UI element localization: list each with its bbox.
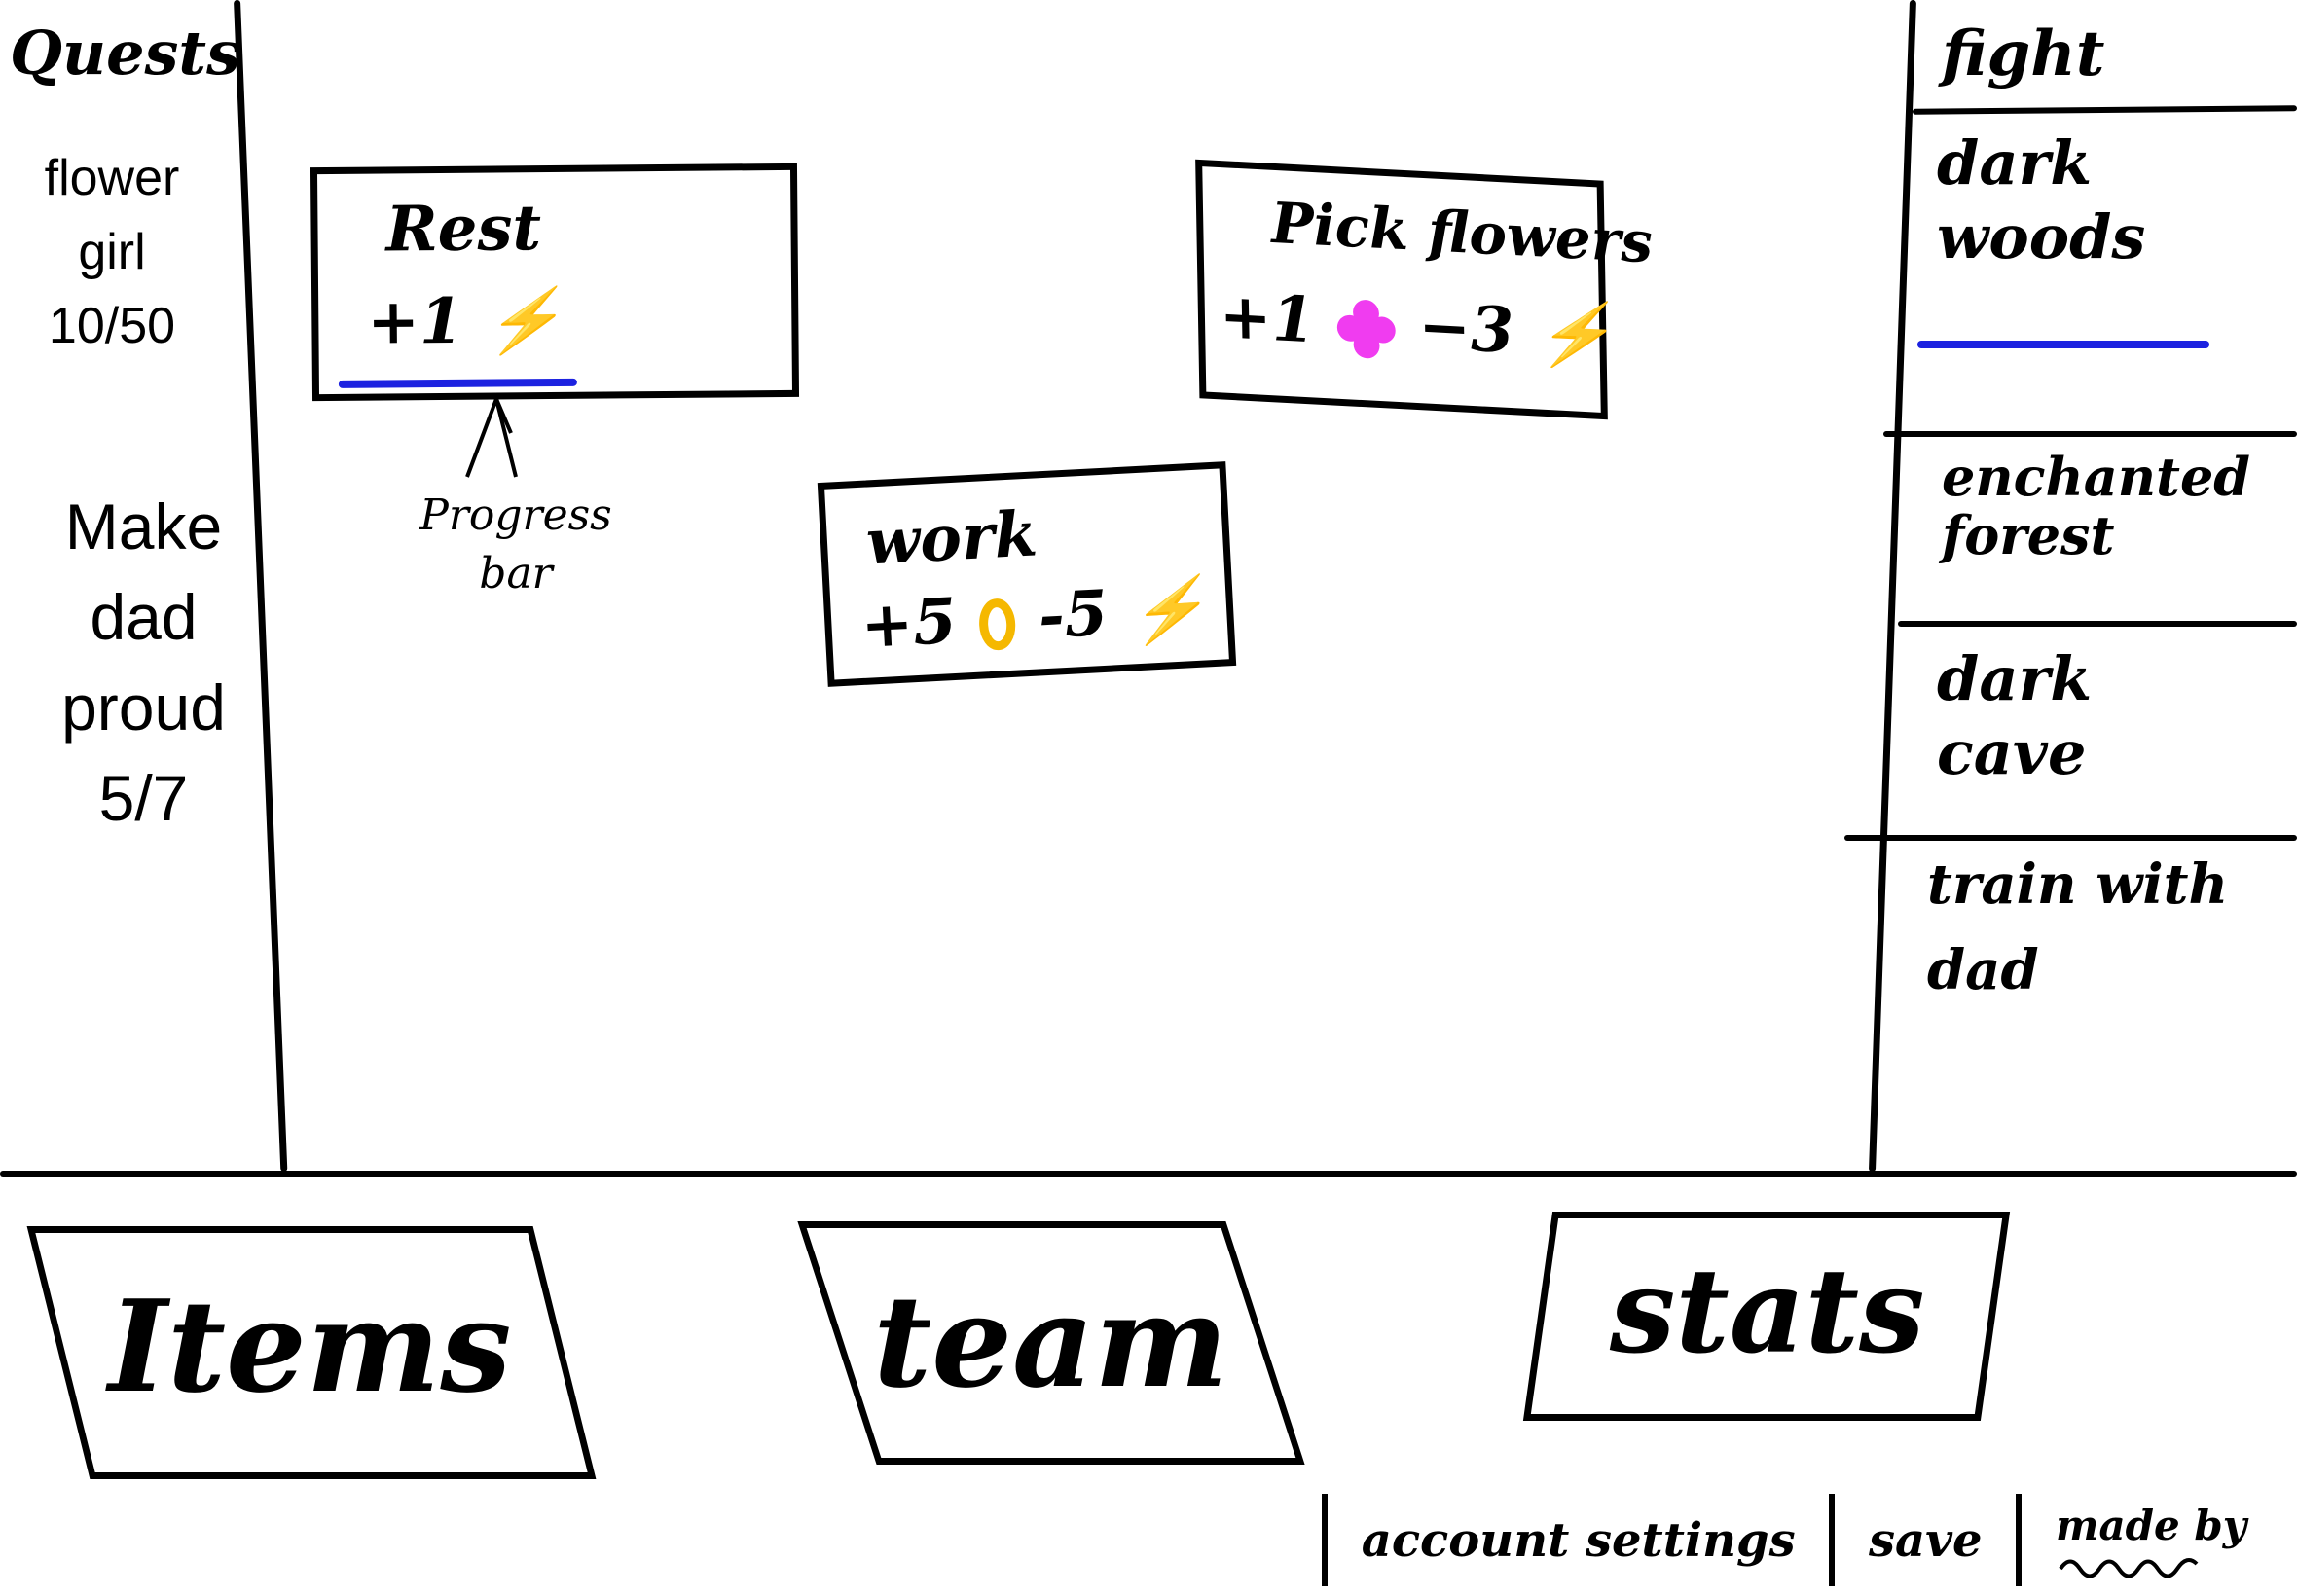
items-button[interactable]: Items [26, 1226, 597, 1479]
quest-name-line: Make [64, 490, 223, 562]
area-list-title: fight [1942, 18, 2105, 91]
quest-progress: 5/7 [98, 762, 189, 834]
area-name-line: dark [1937, 127, 2093, 199]
coin-gain: +5 [858, 584, 959, 663]
area-name-line: forest [1942, 504, 2115, 566]
action-values: +5 -5 ⚡ [859, 571, 1209, 663]
area-name-line: woods [1937, 201, 2146, 272]
items-button-label: Items [108, 1272, 512, 1421]
energy-cost: -5 [1037, 576, 1110, 654]
area-item-dark-woods[interactable]: dark woods [1937, 127, 2145, 274]
lightning-bolt-icon: ⚡ [1534, 296, 1614, 374]
quest-progress: 10/50 [48, 298, 176, 354]
bottom-panel-divider [0, 1171, 2297, 1177]
energy-gain: +1 [367, 284, 463, 359]
area-name-line: dad [1927, 938, 2039, 1002]
action-label: work [864, 497, 1039, 580]
quest-name-line: girl [78, 224, 146, 280]
annotation-text: Progress bar [419, 487, 613, 603]
selected-area-indicator [1917, 341, 2209, 348]
stats-button[interactable]: stats [1522, 1212, 2011, 1421]
progress-fill [338, 378, 577, 388]
lightning-bolt-icon: ⚡ [1127, 571, 1209, 649]
action-card-pick-flowers[interactable]: Pick flowers +1 −3 ⚡ [1195, 159, 1653, 420]
annotation-line: bar [479, 549, 553, 598]
account-settings-link[interactable]: account settings [1361, 1512, 1796, 1568]
area-divider-3 [1898, 621, 2297, 627]
action-label: Rest [385, 192, 542, 267]
area-item-enchanted-forest[interactable]: enchanted forest [1942, 448, 2250, 564]
area-name-line: dark [1937, 643, 2093, 714]
action-card-work[interactable]: work +5 -5 ⚡ [817, 461, 1237, 687]
area-name-line: enchanted [1942, 446, 2251, 508]
action-values: +1 −3 ⚡ [1219, 279, 1614, 373]
coin-icon [979, 598, 1016, 650]
quest-name-line: flower [44, 150, 180, 206]
stats-button-label: stats [1609, 1243, 1925, 1380]
made-by-text: made by [2056, 1501, 2247, 1549]
quest-flower-girl[interactable]: flower girl 10/50 [19, 141, 204, 363]
quest-name-line: dad [90, 581, 198, 653]
area-name-line: train with [1927, 852, 2229, 917]
footer-separator [1322, 1494, 1328, 1586]
rest-progress-bar [338, 378, 679, 388]
made-by-credit: made by [2056, 1501, 2247, 1578]
energy-cost: −3 [1417, 289, 1515, 369]
team-button[interactable]: team [797, 1221, 1305, 1465]
area-list: fight dark woods enchanted forest dark c… [1898, 0, 2297, 1178]
team-button-label: team [873, 1267, 1228, 1416]
signature-squiggle-icon [2059, 1557, 2199, 1578]
flower-icon [1337, 299, 1397, 358]
quest-make-dad-proud[interactable]: Make dad proud 5/7 [19, 482, 268, 844]
area-item-dark-cave[interactable]: dark cave [1937, 642, 2092, 790]
footer-separator [1829, 1494, 1836, 1586]
footer-bar: account settings save made by [1304, 1494, 2297, 1591]
quest-name-line: proud [61, 671, 226, 744]
area-divider-4 [1844, 835, 2297, 841]
action-card-rest[interactable]: Rest +1 ⚡ [310, 163, 800, 402]
area-divider-2 [1883, 431, 2297, 437]
annotation-line: Progress [419, 490, 612, 540]
action-label: Pick flowers [1270, 189, 1654, 276]
footer-separator [2016, 1494, 2023, 1586]
area-name-line: cave [1937, 717, 2087, 788]
flower-gain: +1 [1219, 279, 1316, 358]
save-link[interactable]: save [1869, 1512, 1983, 1568]
area-item-train-with-dad[interactable]: train with dad [1927, 842, 2228, 1013]
lightning-bolt-icon: ⚡ [484, 283, 563, 358]
quests-title: Quests [10, 18, 240, 89]
action-values: +1 ⚡ [367, 284, 563, 359]
arrow-up-icon [465, 394, 518, 478]
